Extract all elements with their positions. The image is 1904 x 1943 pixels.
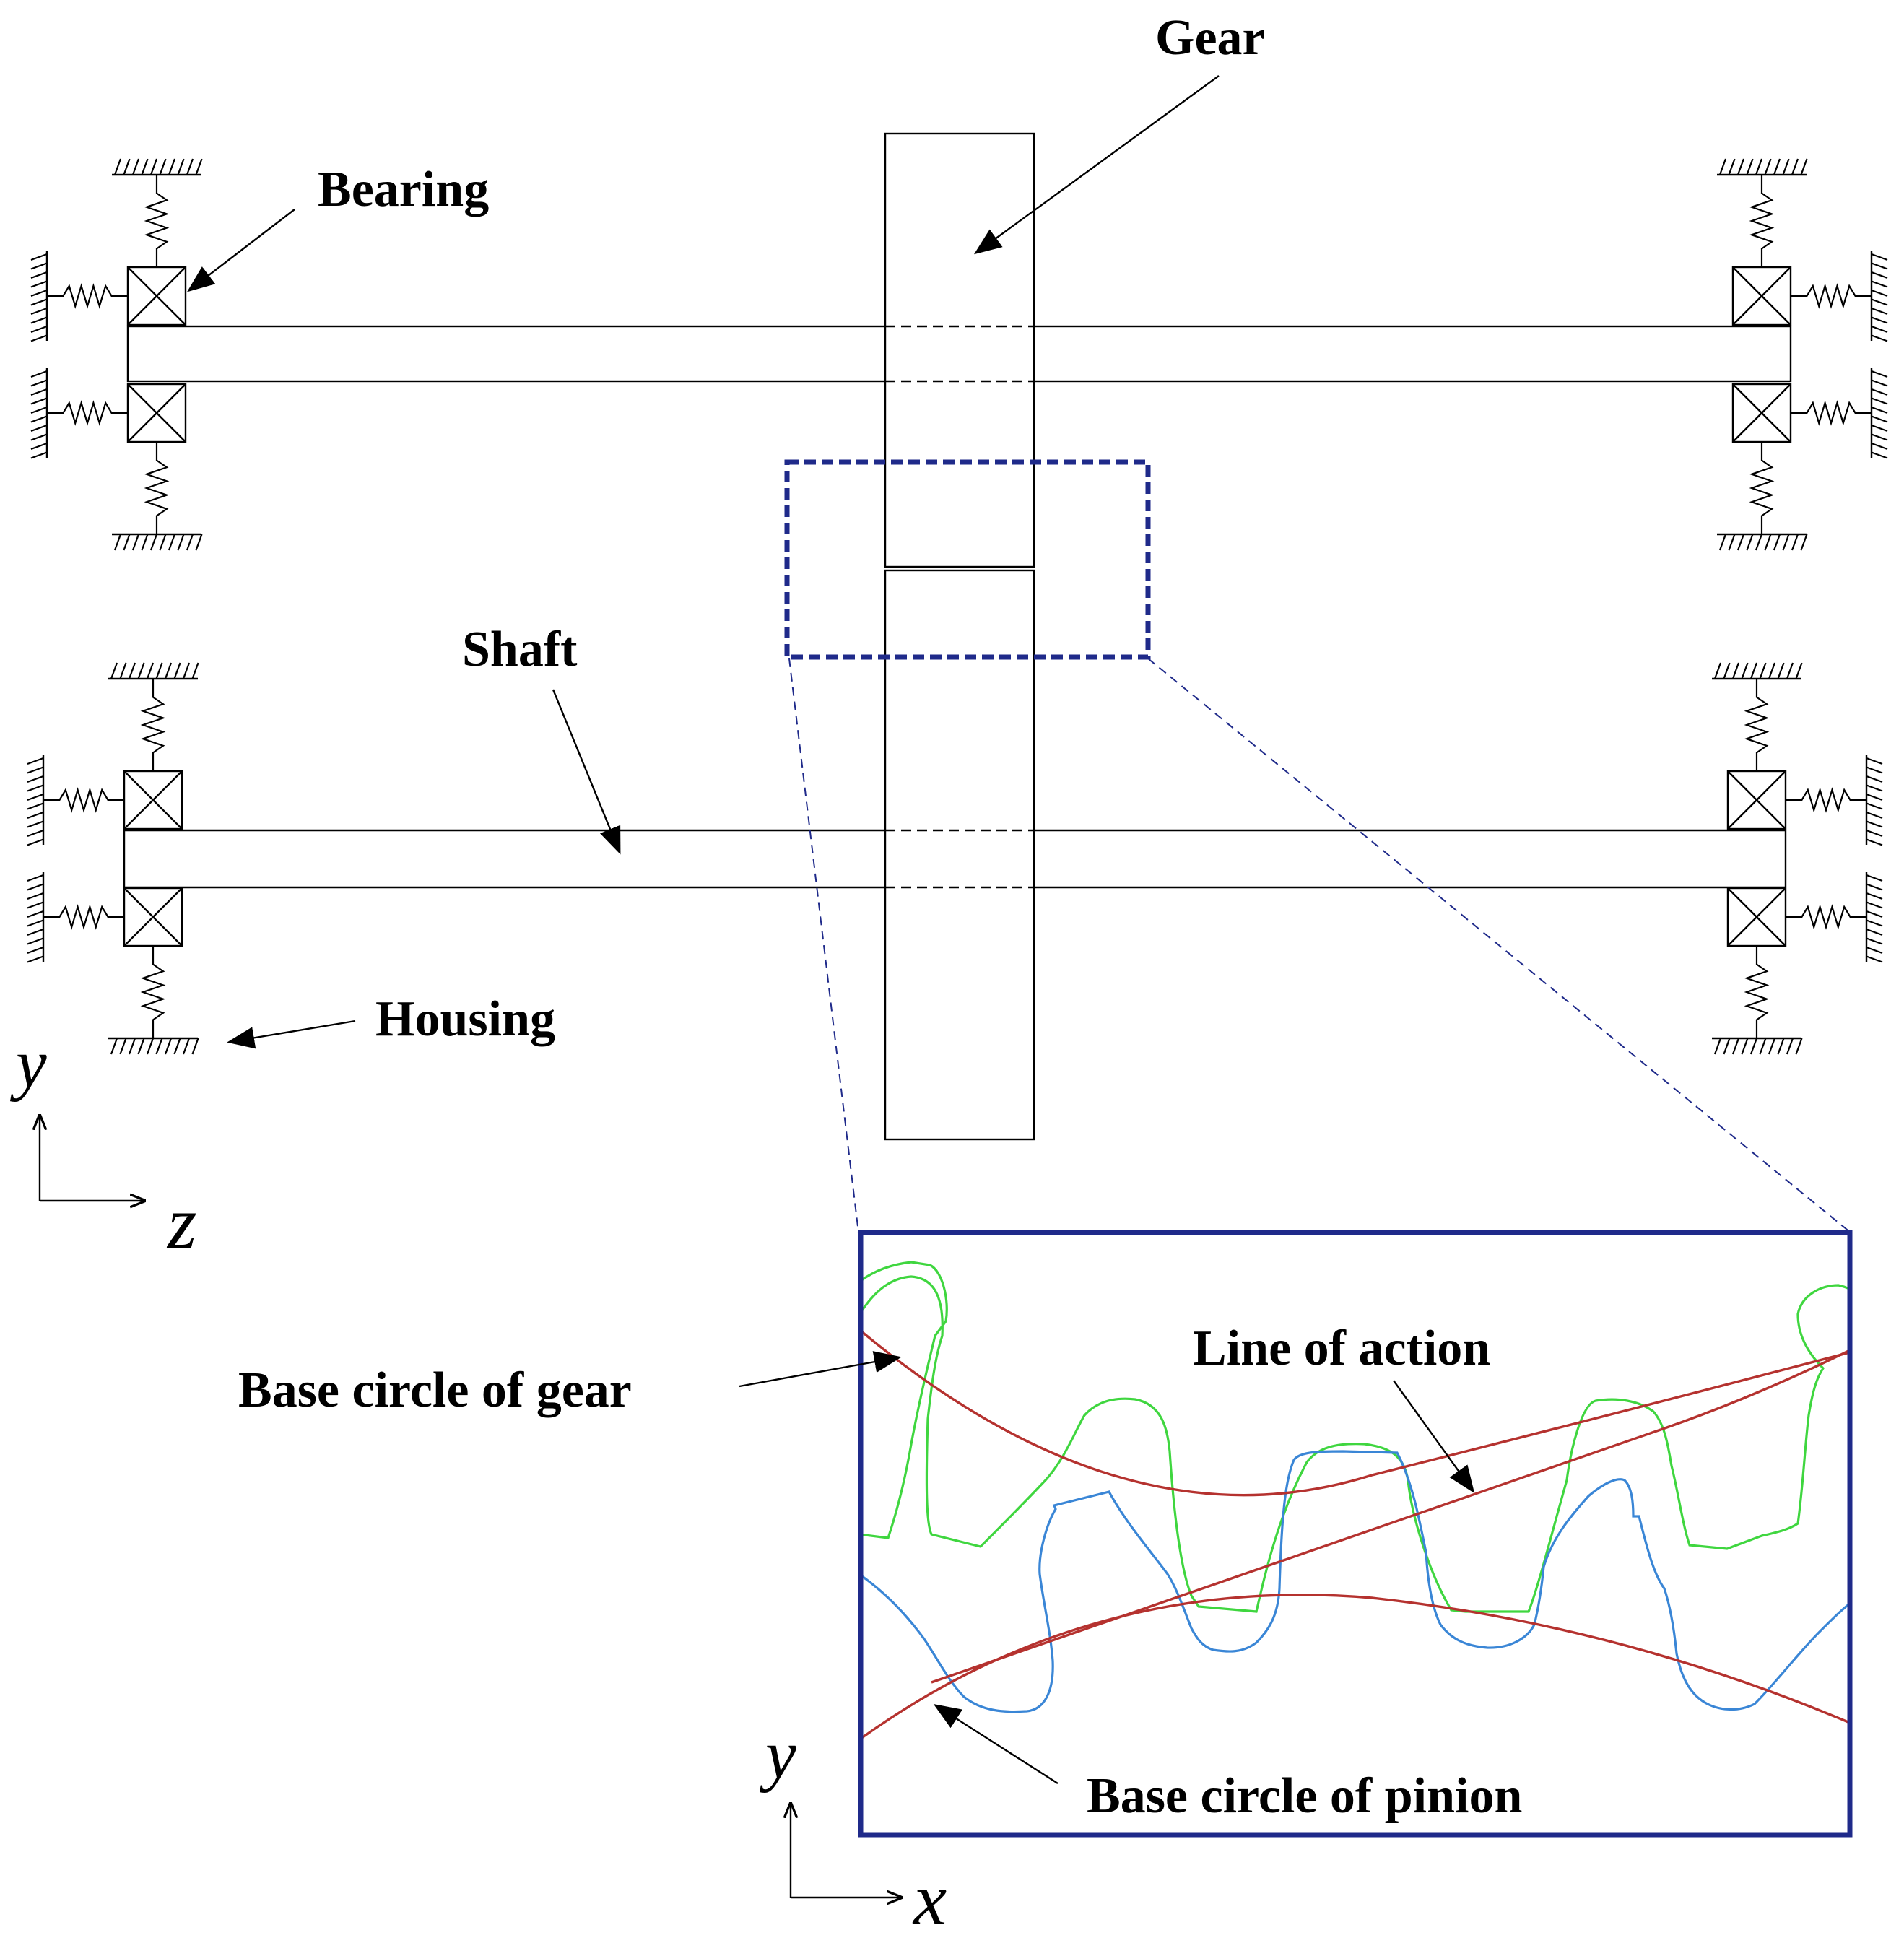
spring [140, 679, 166, 771]
gear-base-circle [861, 1329, 1850, 1497]
zoom-region-frame [784, 459, 1151, 660]
housing-hatch [30, 253, 48, 342]
bearing-pointer [186, 209, 295, 292]
housing-hatch [1866, 757, 1883, 846]
bearing-supports [27, 158, 1888, 1055]
housing-hatch [1871, 253, 1888, 342]
bearing-cross [1732, 383, 1791, 443]
housing-hatch [1718, 158, 1808, 175]
spring [1744, 679, 1770, 771]
zoom-connector-line [788, 658, 859, 1233]
bearing-cross [127, 383, 186, 443]
inset-x-axis-label: x [912, 1858, 947, 1941]
shaft-pointer [552, 689, 621, 855]
bearing-cross [123, 770, 183, 830]
inset-frame [858, 1230, 1853, 1838]
housing-hatch [27, 874, 44, 963]
line-of-action-label: Line of action [1193, 1321, 1490, 1376]
inset-background [861, 1233, 1850, 1835]
bearing-cross [1727, 887, 1786, 947]
upper-shaft-assembly [126, 132, 1792, 568]
housing-label: Housing [375, 991, 555, 1047]
line-of-action [931, 1428, 1661, 1684]
housing-hatch [1713, 1038, 1803, 1055]
spring [1744, 946, 1770, 1038]
spring [1749, 442, 1775, 534]
spring [144, 175, 170, 267]
main-axes: y z [9, 1025, 196, 1264]
main-y-axis-label: y [9, 1025, 47, 1102]
shaft-label: Shaft [462, 622, 577, 677]
spring [140, 946, 166, 1038]
housing-hatch [27, 757, 44, 846]
housing-pointer [227, 1020, 356, 1049]
zoom-connector-line [1147, 658, 1851, 1233]
spring [43, 787, 124, 813]
housing-hatch [113, 534, 203, 551]
mesh-inset [858, 1230, 1853, 1838]
bearing-cross [123, 887, 183, 947]
bearing-label: Bearing [318, 162, 489, 217]
spring [43, 904, 124, 930]
base-circle-pinion-pointer [933, 1703, 1058, 1785]
bearing-cross [1727, 770, 1786, 830]
housing-hatch [113, 158, 203, 175]
lower-shaft-assembly [123, 569, 1787, 1141]
spring [1786, 904, 1866, 930]
housing-hatch [1713, 662, 1803, 679]
gear-base-circle-extension [1660, 1349, 1850, 1431]
spring [1791, 400, 1872, 426]
base-circle-gear-label: Base circle of gear [238, 1362, 632, 1418]
spring [144, 442, 170, 534]
main-z-axis-label: z [166, 1181, 196, 1264]
spring [1791, 283, 1872, 309]
housing-hatch [1866, 874, 1883, 963]
gear-label: Gear [1155, 10, 1265, 66]
bearing-cross [1732, 266, 1791, 326]
inset-axes: y x [759, 1716, 947, 1941]
pinion-tooth-profile [861, 1450, 1850, 1713]
spring [47, 400, 128, 426]
housing-hatch [1718, 534, 1808, 551]
bearing-cross [127, 266, 186, 326]
spring [1786, 787, 1866, 813]
base-circle-pinion-label: Base circle of pinion [1087, 1768, 1522, 1824]
line-of-action-pointer [1393, 1380, 1475, 1494]
pinion-body [884, 569, 1035, 1141]
spring [1749, 175, 1775, 267]
spring [47, 283, 128, 309]
housing-hatch [30, 370, 48, 459]
inset-y-axis-label: y [759, 1716, 796, 1793]
gear-body [884, 132, 1035, 568]
base-circle-gear-pointer [739, 1351, 902, 1388]
housing-hatch [1871, 370, 1888, 459]
housing-hatch [110, 1038, 199, 1055]
housing-hatch [110, 662, 199, 679]
gear-pointer [973, 75, 1220, 255]
